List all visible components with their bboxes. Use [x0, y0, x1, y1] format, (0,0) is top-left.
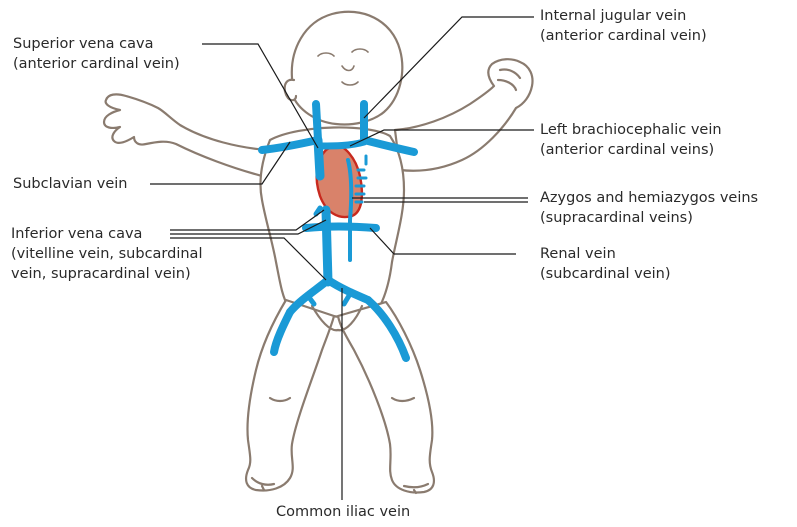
left-leg [338, 302, 434, 493]
label-left-brachiocephalic-vein-origin: (anterior cardinal veins) [540, 140, 722, 160]
right-internal-jugular-vein [316, 104, 318, 140]
renal-vein [306, 227, 376, 229]
label-common-iliac-vein: Common iliac vein [276, 502, 410, 522]
label-renal-vein-name: Renal vein [540, 244, 671, 264]
label-azygos-hemiazygos-veins-name: Azygos and hemiazygos veins [540, 188, 758, 208]
ear [285, 80, 296, 100]
label-renal-vein-origin: (subcardinal vein) [540, 264, 671, 284]
label-left-brachiocephalic-vein: Left brachiocephalic vein (anterior card… [540, 120, 722, 160]
inferior-vena-cava [326, 210, 328, 282]
head [292, 12, 402, 125]
label-internal-jugular-vein: Internal jugular vein (anterior cardinal… [540, 6, 707, 46]
label-renal-vein: Renal vein (subcardinal vein) [540, 244, 671, 284]
label-inferior-vena-cava: Inferior vena cava (vitelline vein, subc… [11, 224, 202, 284]
label-superior-vena-cava-origin: (anterior cardinal vein) [13, 54, 180, 74]
label-superior-vena-cava: Superior vena cava (anterior cardinal ve… [13, 34, 180, 74]
label-azygos-hemiazygos-veins-origin: (supracardinal veins) [540, 208, 758, 228]
label-common-iliac-vein-name: Common iliac vein [276, 502, 410, 522]
label-subclavian-vein-name: Subclavian vein [13, 174, 128, 194]
label-superior-vena-cava-name: Superior vena cava [13, 34, 180, 54]
label-inferior-vena-cava-origin-1: (vitelline vein, subcardinal [11, 244, 202, 264]
label-inferior-vena-cava-origin-2: vein, supracardinal vein) [11, 264, 202, 284]
right-arm [104, 94, 268, 176]
label-left-brachiocephalic-vein-name: Left brachiocephalic vein [540, 120, 722, 140]
superior-vena-cava [318, 140, 320, 176]
label-azygos-hemiazygos-veins: Azygos and hemiazygos veins (supracardin… [540, 188, 758, 228]
label-subclavian-vein: Subclavian vein [13, 174, 128, 194]
label-inferior-vena-cava-name: Inferior vena cava [11, 224, 202, 244]
label-internal-jugular-vein-name: Internal jugular vein [540, 6, 707, 26]
right-leg [246, 300, 334, 491]
label-internal-jugular-vein-origin: (anterior cardinal vein) [540, 26, 707, 46]
